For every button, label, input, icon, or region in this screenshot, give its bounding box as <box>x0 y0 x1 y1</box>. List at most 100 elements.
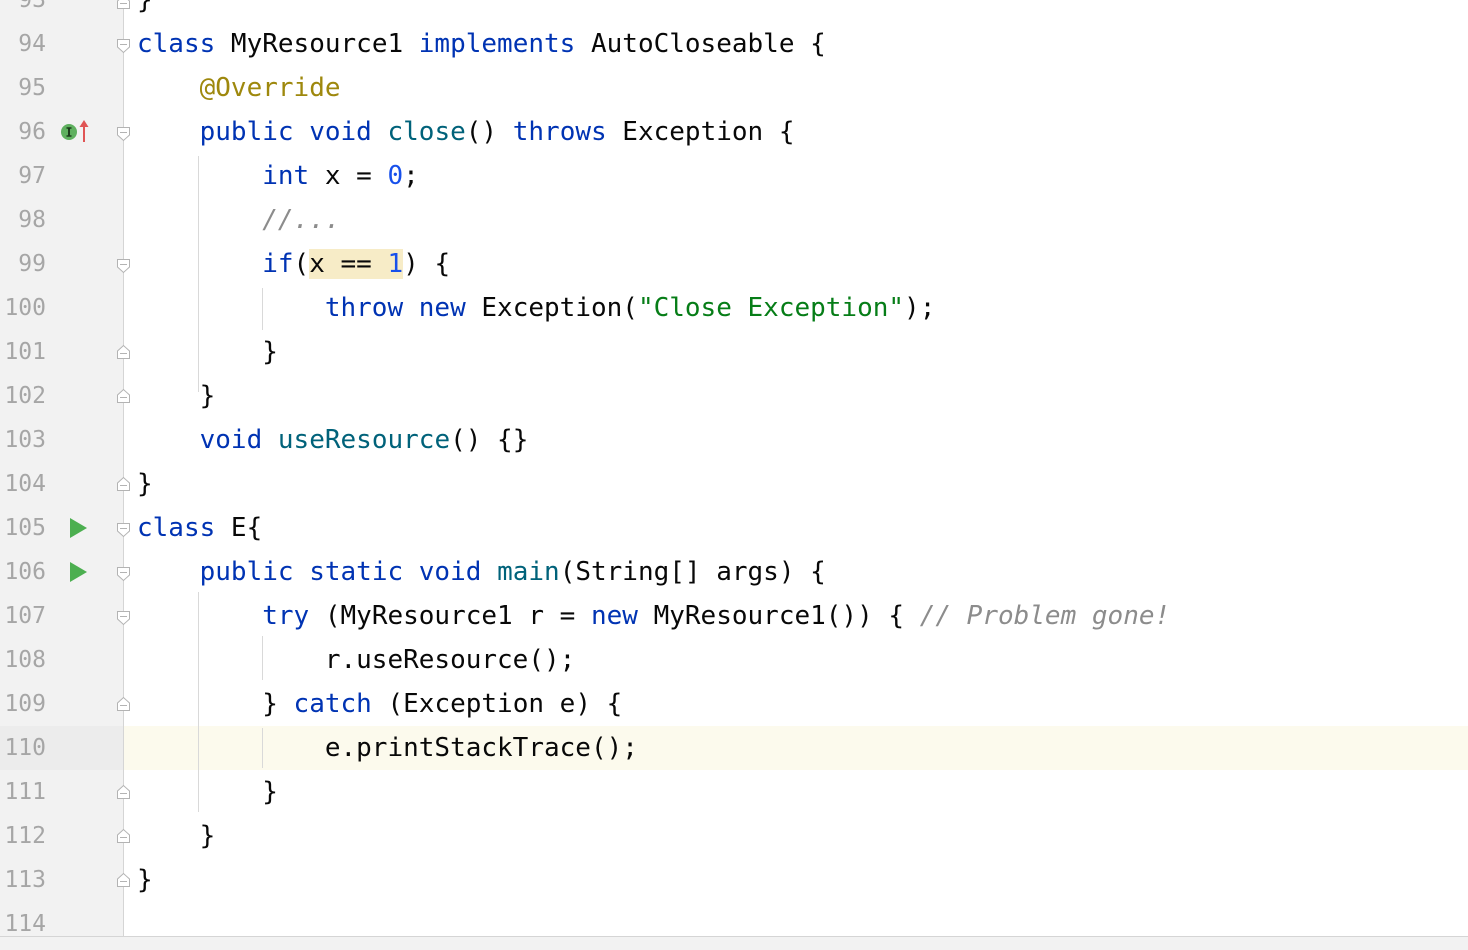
code-token <box>137 293 325 323</box>
implements-method-icon[interactable] <box>58 118 92 146</box>
code-token: ; <box>403 161 419 191</box>
fold-collapse-icon[interactable] <box>116 522 131 538</box>
line-number[interactable]: 113 <box>4 867 46 893</box>
code-line[interactable]: if(x == 1) { <box>137 242 450 286</box>
fold-end-icon[interactable] <box>116 476 131 492</box>
line-number[interactable]: 108 <box>4 647 46 673</box>
fold-end-icon[interactable] <box>116 344 131 360</box>
code-token: main <box>497 557 560 587</box>
fold-end-icon[interactable] <box>116 872 131 888</box>
code-token <box>137 205 262 235</box>
code-line[interactable]: @Override <box>137 66 341 110</box>
fold-end-icon[interactable] <box>116 828 131 844</box>
code-line[interactable]: public static void main(String[] args) { <box>137 550 826 594</box>
code-line[interactable]: class E{ <box>137 506 262 550</box>
code-line[interactable]: void useResource() {} <box>137 418 529 462</box>
fold-end-icon[interactable] <box>116 784 131 800</box>
line-number[interactable]: 111 <box>4 779 46 805</box>
current-line-highlight <box>124 726 1468 770</box>
code-token: } <box>137 381 216 411</box>
code-line[interactable]: } <box>137 462 153 506</box>
fold-end-icon[interactable] <box>116 696 131 712</box>
code-line[interactable]: int x = 0; <box>137 154 419 198</box>
code-token: } <box>137 689 294 719</box>
code-line[interactable]: } <box>137 858 153 902</box>
code-token: @Override <box>199 73 341 103</box>
code-token: throw <box>324 293 404 323</box>
code-line[interactable]: } <box>137 770 278 814</box>
line-number[interactable]: 109 <box>4 691 46 717</box>
line-number[interactable]: 104 <box>4 471 46 497</box>
code-token: Exception { <box>606 117 795 147</box>
line-number[interactable]: 100 <box>4 295 46 321</box>
fold-end-icon[interactable] <box>116 0 131 10</box>
run-icon[interactable] <box>68 517 88 539</box>
code-token: int <box>262 161 310 191</box>
line-number[interactable]: 105 <box>4 515 46 541</box>
line-number[interactable]: 94 <box>18 31 46 57</box>
fold-end-icon[interactable] <box>116 388 131 404</box>
code-token: catch <box>293 689 372 719</box>
line-number[interactable]: 95 <box>18 75 46 101</box>
line-number[interactable]: 102 <box>4 383 46 409</box>
code-token: } <box>137 469 153 499</box>
code-line[interactable]: } <box>137 814 216 858</box>
code-line[interactable]: r.useResource(); <box>137 638 575 682</box>
code-line[interactable]: throw new Exception("Close Exception"); <box>137 286 936 330</box>
line-number[interactable]: 107 <box>4 603 46 629</box>
code-token: x = <box>309 161 388 191</box>
code-line[interactable]: } catch (Exception e) { <box>137 682 622 726</box>
fold-collapse-icon[interactable] <box>116 126 131 142</box>
run-icon[interactable] <box>68 561 88 583</box>
code-token: () <box>465 117 513 147</box>
code-token: () {} <box>450 425 529 455</box>
line-number[interactable]: 99 <box>18 251 46 277</box>
code-token: x == <box>309 249 388 279</box>
code-token: ) { <box>403 249 451 279</box>
code-token <box>294 557 310 587</box>
fold-collapse-icon[interactable] <box>116 566 131 582</box>
code-token <box>137 161 262 191</box>
code-line[interactable]: } <box>137 374 216 418</box>
line-number[interactable]: 101 <box>4 339 46 365</box>
code-token: public <box>199 557 294 587</box>
gutter[interactable] <box>0 0 124 936</box>
code-token: void <box>199 425 263 455</box>
code-line[interactable]: try (MyResource1 r = new MyResource1()) … <box>137 594 1170 638</box>
code-token: class <box>137 513 216 543</box>
code-token: } <box>137 821 216 851</box>
code-line[interactable]: class MyResource1 implements AutoCloseab… <box>137 22 826 66</box>
code-token: MyResource1 <box>215 29 419 59</box>
code-token <box>372 117 388 147</box>
line-number[interactable]: 97 <box>18 163 46 189</box>
code-line[interactable]: //... <box>137 198 340 242</box>
code-line[interactable]: e.printStackTrace(); <box>137 726 638 770</box>
fold-collapse-icon[interactable] <box>116 38 131 54</box>
horizontal-scrollbar[interactable] <box>0 936 1468 950</box>
code-token: close <box>387 117 466 147</box>
line-number[interactable]: 93 <box>18 0 46 13</box>
gutter-divider <box>123 0 124 936</box>
line-number[interactable]: 103 <box>4 427 46 453</box>
code-token <box>137 425 200 455</box>
line-number[interactable]: 96 <box>18 119 46 145</box>
code-token <box>137 557 200 587</box>
line-number[interactable]: 106 <box>4 559 46 585</box>
code-line[interactable]: public void close() throws Exception { <box>137 110 795 154</box>
line-number[interactable]: 110 <box>4 735 46 761</box>
line-number[interactable]: 98 <box>18 207 46 233</box>
code-line[interactable]: } <box>137 0 153 22</box>
indent-guide <box>262 636 263 680</box>
indent-guide <box>198 592 199 812</box>
code-token: try <box>262 601 310 631</box>
line-number[interactable]: 114 <box>4 911 46 936</box>
code-token: "Close Exception" <box>637 293 905 323</box>
code-line[interactable]: } <box>137 330 278 374</box>
line-number[interactable]: 112 <box>4 823 46 849</box>
code-token <box>137 117 200 147</box>
fold-collapse-icon[interactable] <box>116 610 131 626</box>
code-token: void <box>418 557 482 587</box>
code-token: r.useResource(); <box>137 645 576 675</box>
fold-collapse-icon[interactable] <box>116 258 131 274</box>
